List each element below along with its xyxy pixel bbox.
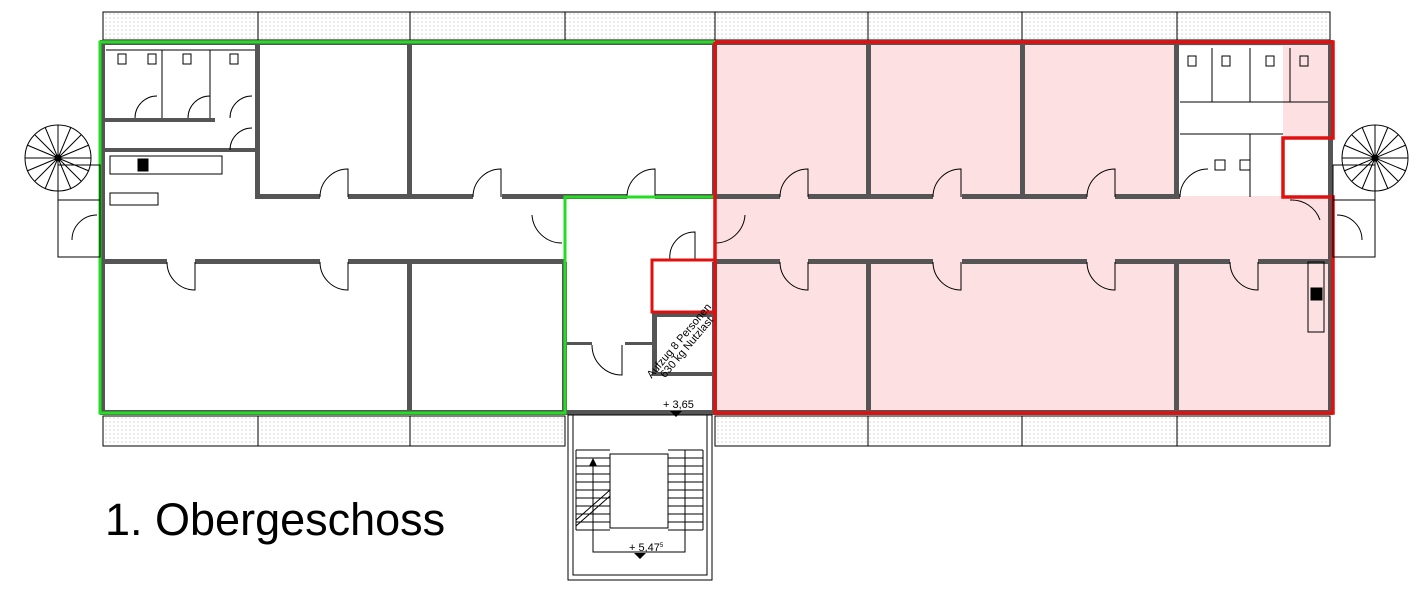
level-marker-icon <box>670 411 682 417</box>
spiral-stair-left <box>24 124 101 258</box>
landing-marker-icon <box>634 553 646 559</box>
stairwell <box>567 414 713 581</box>
red-zone-outline <box>713 40 1335 415</box>
wc-left <box>106 49 255 206</box>
wc-area <box>1177 46 1283 196</box>
level-landing: + 5,475 <box>629 542 664 554</box>
balcony-bottom <box>102 415 1331 447</box>
red-zone-elevator <box>650 258 715 314</box>
green-zone-outline <box>98 40 715 415</box>
wc-right <box>1180 48 1328 333</box>
spiral-stair-right <box>1332 124 1409 258</box>
balcony-top <box>102 11 1331 41</box>
stair-arrow-icon <box>589 458 597 466</box>
doors <box>166 168 1321 376</box>
floor-title: 1. Obergeschoss <box>105 494 446 545</box>
level-floor: + 3,65 <box>663 399 694 411</box>
